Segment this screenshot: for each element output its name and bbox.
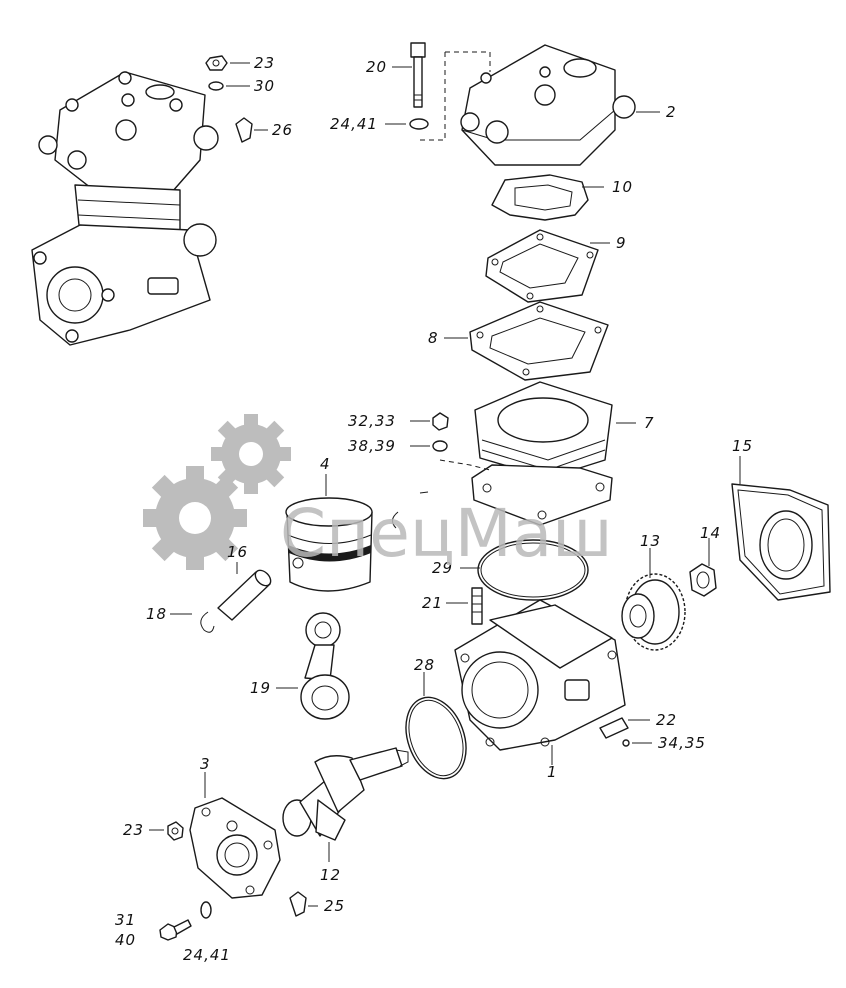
end-cover bbox=[189, 797, 281, 899]
callout-40: 40 bbox=[115, 931, 136, 949]
callout-23: 23 bbox=[254, 54, 275, 72]
washer-38-39 bbox=[432, 440, 448, 452]
cylinder-block bbox=[471, 381, 613, 526]
crankshaft bbox=[282, 747, 409, 841]
callout-38-39: 38,39 bbox=[348, 437, 396, 455]
callout-21: 21 bbox=[422, 594, 443, 612]
callout-29: 29 bbox=[432, 559, 453, 577]
assembled-compressor bbox=[31, 71, 219, 346]
callout-24-41-lower: 24,41 bbox=[183, 946, 231, 964]
nut-32-33 bbox=[432, 412, 449, 431]
watermark-gear-large-icon bbox=[143, 466, 247, 570]
cover-plate-22 bbox=[599, 717, 629, 739]
piston bbox=[285, 497, 373, 592]
callout-22: 22 bbox=[656, 711, 677, 729]
callout-16: 16 bbox=[227, 543, 248, 561]
callout-labels: 23 30 26 20 24,41 2 10 9 8 32,33 38,39 7… bbox=[115, 54, 753, 964]
callout-18: 18 bbox=[146, 605, 167, 623]
crankcase bbox=[454, 599, 626, 751]
o-ring-29 bbox=[477, 539, 589, 601]
screw-34-35 bbox=[622, 739, 630, 747]
callout-14: 14 bbox=[700, 524, 721, 542]
clip-25 bbox=[289, 891, 307, 917]
callout-31: 31 bbox=[115, 911, 136, 929]
piston-pin bbox=[217, 569, 272, 621]
callout-32-33: 32,33 bbox=[348, 412, 396, 430]
cylinder-head bbox=[460, 44, 636, 166]
circlip-18 bbox=[200, 611, 215, 633]
washer-24-41-lower bbox=[200, 901, 212, 919]
callout-28: 28 bbox=[414, 656, 435, 674]
callout-12: 12 bbox=[320, 866, 341, 884]
nut-23-lower bbox=[167, 821, 184, 841]
gasket-9 bbox=[485, 229, 599, 303]
watermark-gear-small-icon bbox=[211, 414, 291, 494]
drive-gear bbox=[621, 573, 686, 651]
callout-8: 8 bbox=[428, 329, 439, 347]
bolt-dashed-guide bbox=[418, 51, 491, 141]
callout-9: 9 bbox=[616, 234, 627, 252]
callout-3: 3 bbox=[200, 755, 211, 773]
head-bolt bbox=[410, 42, 426, 108]
callout-4: 4 bbox=[320, 455, 331, 473]
washer-30 bbox=[208, 81, 224, 91]
connecting-rod bbox=[300, 612, 350, 720]
leader-lines bbox=[149, 62, 741, 907]
watermark-logo bbox=[143, 414, 291, 570]
callout-25: 25 bbox=[324, 897, 345, 915]
gear-nut bbox=[689, 563, 717, 597]
gasket-10 bbox=[491, 174, 589, 221]
clip-26 bbox=[235, 117, 253, 143]
callout-10: 10 bbox=[612, 178, 633, 196]
callout-15: 15 bbox=[732, 437, 753, 455]
flange-cover bbox=[731, 483, 831, 601]
callout-19: 19 bbox=[250, 679, 271, 697]
cover-bolt bbox=[159, 919, 192, 941]
callout-1: 1 bbox=[547, 763, 558, 781]
watermark-text: СпецМаш bbox=[280, 495, 613, 572]
nut-23-top bbox=[205, 55, 228, 71]
bolt-washer bbox=[409, 118, 429, 130]
callout-13: 13 bbox=[640, 532, 661, 550]
callout-2: 2 bbox=[666, 103, 677, 121]
callout-7: 7 bbox=[644, 414, 655, 432]
circlip-right bbox=[392, 511, 399, 529]
gasket-8 bbox=[469, 301, 609, 381]
stud-21 bbox=[471, 587, 483, 625]
nut-dashed-guide bbox=[439, 459, 491, 471]
callout-20: 20 bbox=[366, 58, 387, 76]
small-mark bbox=[419, 491, 429, 494]
callout-23-lower: 23 bbox=[123, 821, 144, 839]
callout-24-41-top: 24,41 bbox=[330, 115, 378, 133]
callout-26: 26 bbox=[272, 121, 293, 139]
callout-30: 30 bbox=[254, 77, 275, 95]
o-ring-28 bbox=[405, 696, 467, 780]
callout-34-35: 34,35 bbox=[658, 734, 706, 752]
